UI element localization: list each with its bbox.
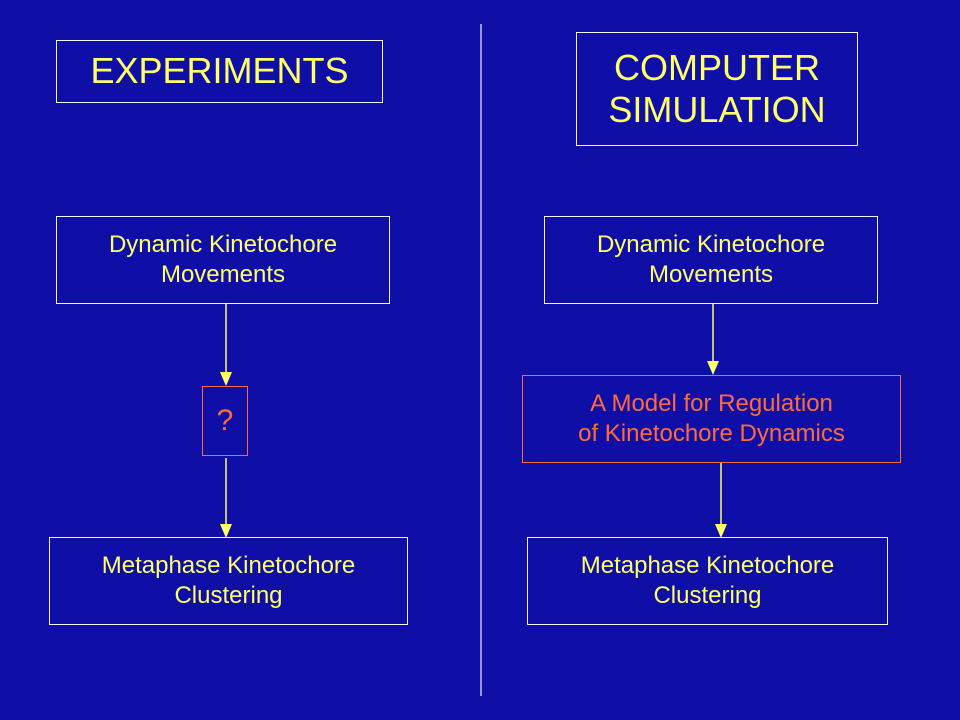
left-metaphase-clustering-line1: Metaphase Kinetochore xyxy=(101,552,356,579)
computer-simulation-heading-line1: COMPUTER xyxy=(614,46,820,88)
left-dynamic-movements-line2: Movements xyxy=(160,261,286,288)
right-dynamic-movements-line1: Dynamic Kinetochore xyxy=(596,231,826,258)
experiments-heading: EXPERIMENTS xyxy=(56,40,383,103)
right-arrow-1-head xyxy=(707,361,719,375)
unknown-mechanism-text: ? xyxy=(216,404,234,438)
right-arrow-2-head xyxy=(715,524,727,538)
computer-simulation-heading: COMPUTER SIMULATION xyxy=(576,32,858,146)
left-dynamic-movements-box: Dynamic Kinetochore Movements xyxy=(56,216,390,304)
right-dynamic-movements-box: Dynamic Kinetochore Movements xyxy=(544,216,878,304)
right-metaphase-clustering-line2: Clustering xyxy=(653,582,762,609)
left-arrow-1-head xyxy=(220,372,232,386)
regulation-model-line2: of Kinetochore Dynamics xyxy=(578,420,845,447)
right-dynamic-movements-line2: Movements xyxy=(648,261,774,288)
left-arrow-2-head xyxy=(220,524,232,538)
experiments-heading-text: EXPERIMENTS xyxy=(90,50,349,92)
computer-simulation-heading-line2: SIMULATION xyxy=(608,89,826,130)
left-metaphase-clustering-box: Metaphase Kinetochore Clustering xyxy=(49,537,408,625)
left-metaphase-clustering-line2: Clustering xyxy=(174,582,283,609)
unknown-mechanism-box: ? xyxy=(202,386,248,456)
right-metaphase-clustering-box: Metaphase Kinetochore Clustering xyxy=(527,537,888,625)
left-dynamic-movements-line1: Dynamic Kinetochore xyxy=(108,231,338,258)
regulation-model-line1: A Model for Regulation xyxy=(590,390,833,417)
regulation-model-box: A Model for Regulation of Kinetochore Dy… xyxy=(522,375,901,463)
right-metaphase-clustering-line1: Metaphase Kinetochore xyxy=(580,552,835,579)
